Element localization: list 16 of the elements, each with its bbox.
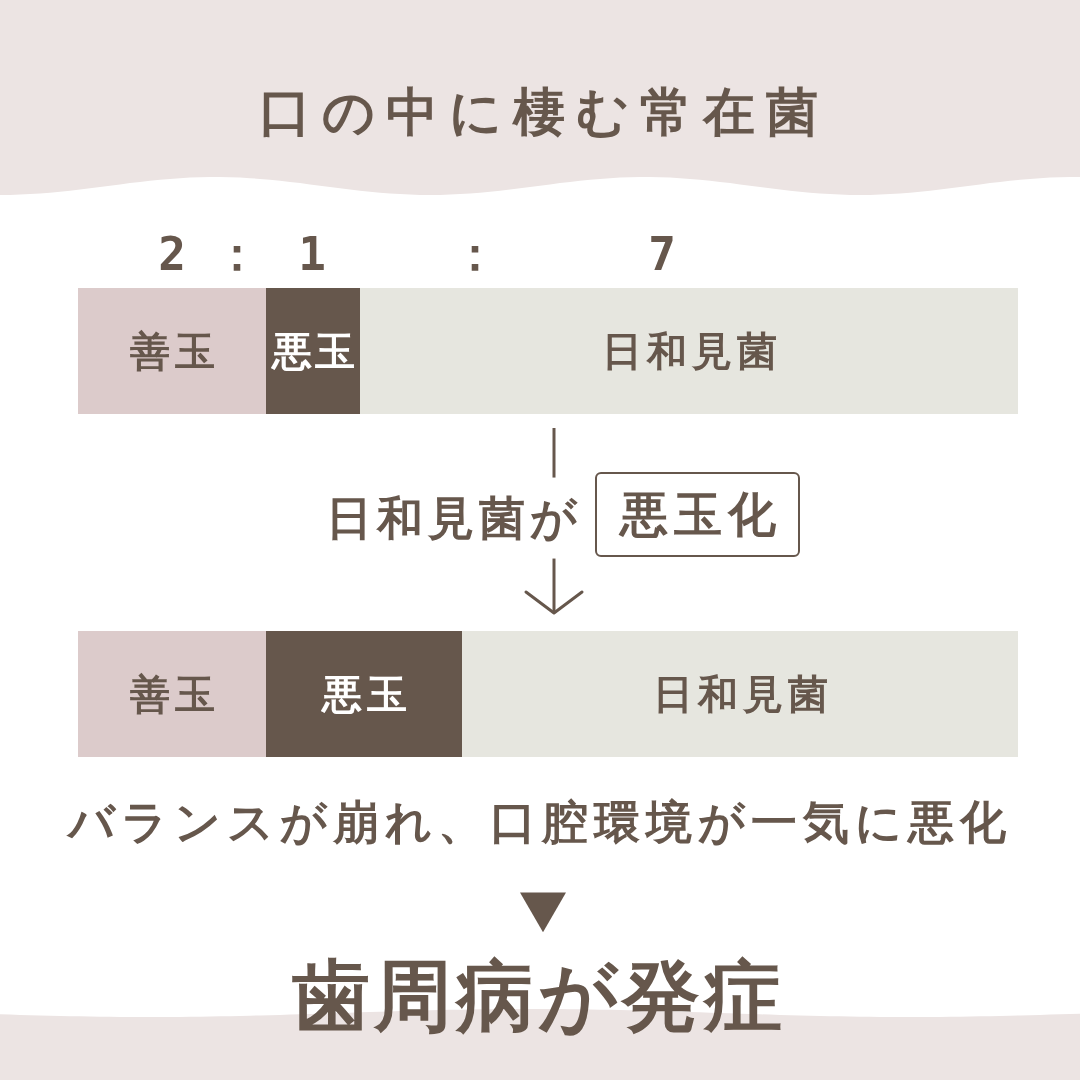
ratio-separator: ： <box>452 227 498 281</box>
ratio-separator: ： <box>214 227 260 281</box>
highlight-box: 悪玉化 <box>595 472 800 557</box>
bar-segment: 悪玉 <box>266 631 462 757</box>
conclusion-heading: 歯周病が発症 <box>288 952 786 1042</box>
ratio-number: 2 <box>158 227 186 281</box>
bar-segment: 善玉 <box>78 631 266 757</box>
title: 口の中に棲む常在菌 <box>257 83 829 143</box>
bar-segment: 悪玉 <box>266 288 360 414</box>
bar-segment: 日和見菌 <box>360 288 1018 414</box>
bar-segment: 日和見菌 <box>462 631 1018 757</box>
result-sentence: バランスが崩れ、口腔環境が一気に悪化 <box>62 795 1012 849</box>
arrow <box>520 892 566 933</box>
bar-segment: 善玉 <box>78 288 266 414</box>
ratio-number: 7 <box>648 227 676 281</box>
ratio-number: 1 <box>298 227 326 281</box>
